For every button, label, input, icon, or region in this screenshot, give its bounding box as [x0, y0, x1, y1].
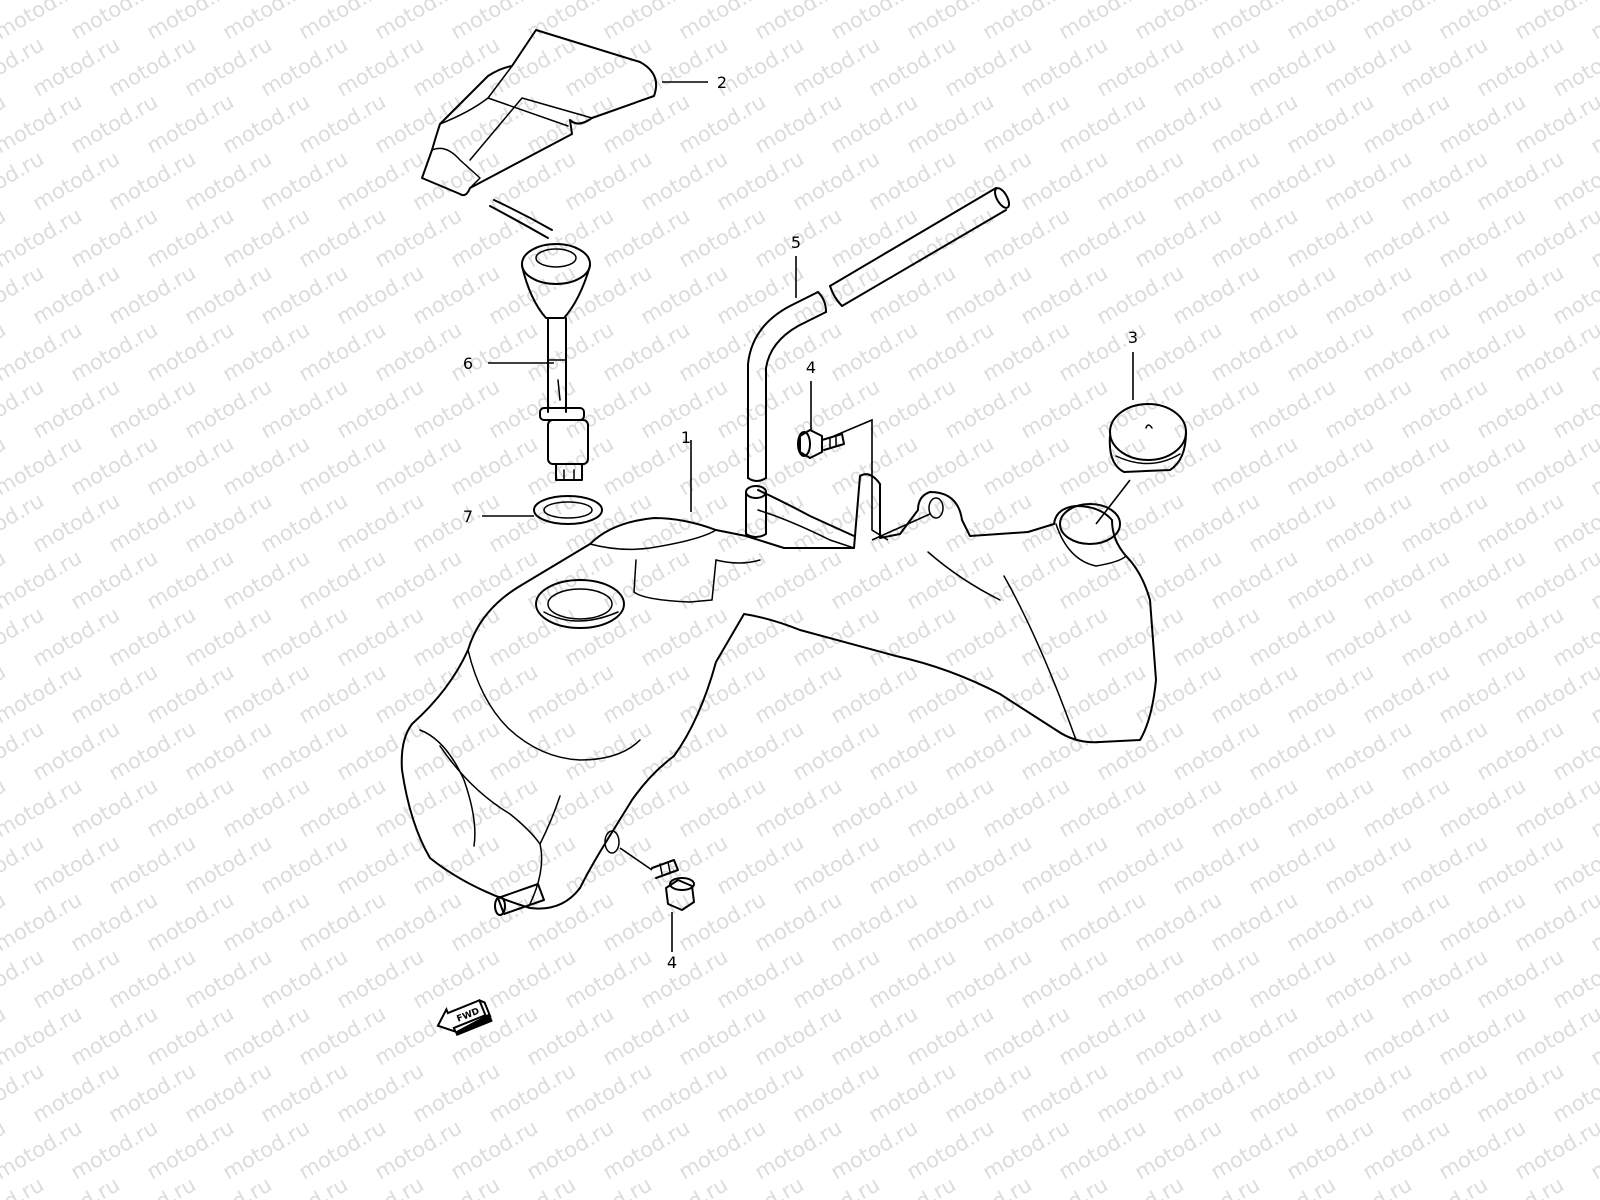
callout-cover: 2	[717, 73, 727, 92]
forward-direction-arrow: FWD	[436, 999, 493, 1036]
bolt-upper-part	[797, 429, 845, 459]
cover-part	[421, 29, 658, 197]
callout-tank: 1	[681, 428, 691, 447]
gasket-part	[533, 495, 603, 525]
callout-bolt-upper: 4	[806, 358, 816, 377]
callout-gauge: 6	[463, 354, 473, 373]
fwd-arrow-icon	[436, 999, 487, 1034]
breather-hose-part	[747, 187, 1010, 482]
callout-cap: 3	[1128, 328, 1138, 347]
fuel-tank-part	[400, 473, 1157, 916]
fuel-cap-part	[1108, 403, 1187, 473]
callout-gasket: 7	[463, 507, 473, 526]
callout-bolt-lower: 4	[667, 953, 677, 972]
fuel-gauge-part	[489, 199, 591, 481]
callout-labels: 1 2 3 4 4 5 6 7	[463, 73, 1138, 972]
callout-hose: 5	[791, 233, 801, 252]
leader-lines	[482, 81, 1134, 952]
bolt-lower-part	[651, 859, 695, 911]
watermark-text: motod.ru	[1587, 0, 1600, 44]
